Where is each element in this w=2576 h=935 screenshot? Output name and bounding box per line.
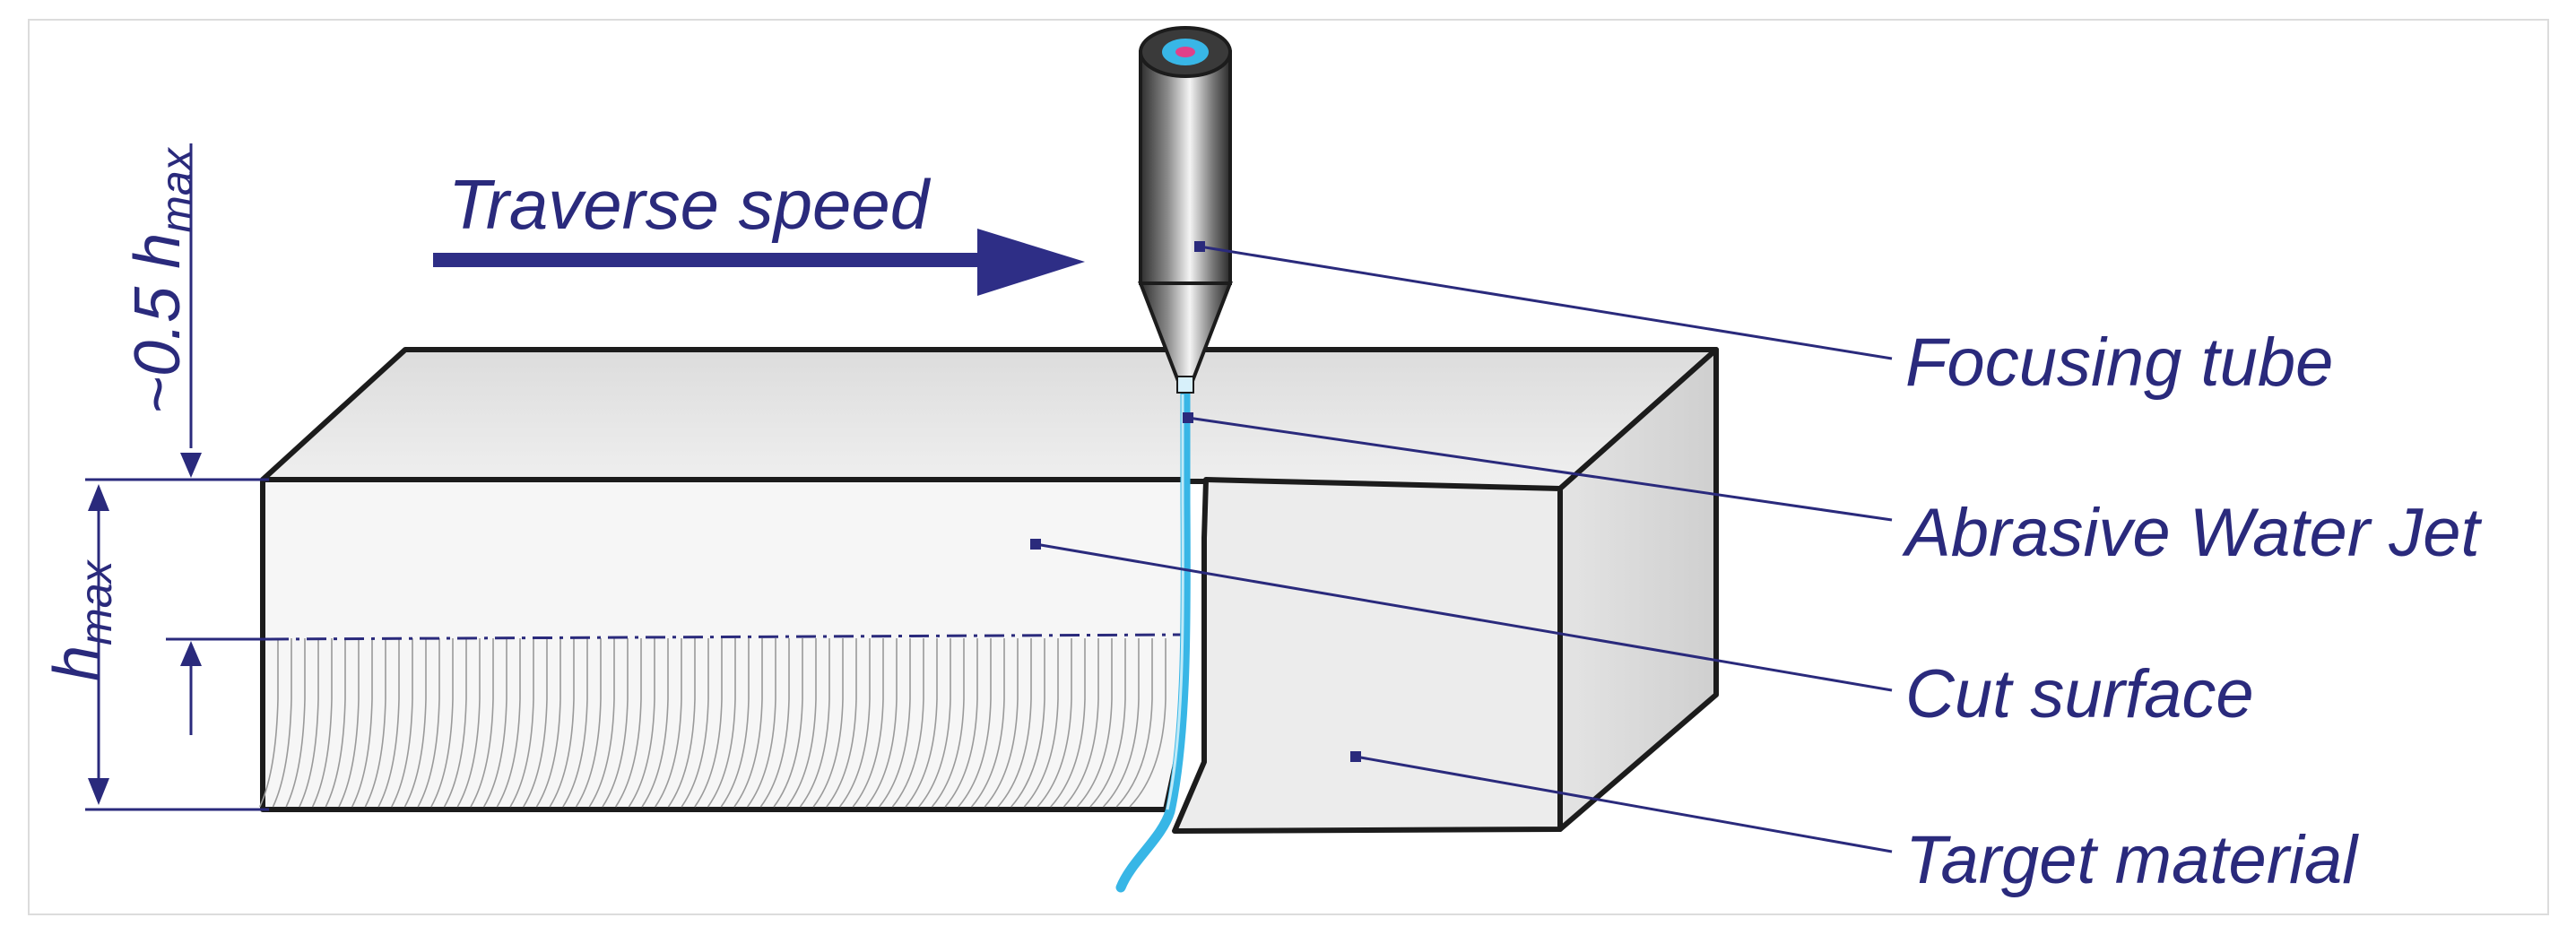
striation-line xyxy=(338,638,360,808)
striation-line xyxy=(681,638,709,808)
striation-line xyxy=(707,638,736,808)
striation-line xyxy=(1089,638,1126,808)
striation-line xyxy=(958,638,992,808)
striation-line xyxy=(470,638,494,808)
striation-line xyxy=(299,638,319,808)
callout-cut-surface: Cut surface xyxy=(1905,656,2254,732)
striation-line xyxy=(812,638,844,808)
striation-line xyxy=(944,638,978,808)
striation-line xyxy=(403,638,427,808)
striation-line xyxy=(641,638,669,808)
striation-line xyxy=(615,638,642,808)
striation-line xyxy=(720,638,750,808)
striation-line xyxy=(891,638,924,808)
striation-line xyxy=(377,638,400,808)
striation-line xyxy=(970,638,1005,808)
dim-label-h-max: hmax xyxy=(41,558,121,681)
half-depth-line xyxy=(268,633,1183,641)
callout-focusing-tube: Focusing tube xyxy=(1905,325,2333,401)
striation-line xyxy=(826,638,857,808)
striation-line xyxy=(417,638,440,808)
block-top-face xyxy=(260,347,1719,491)
striation-line xyxy=(879,638,911,808)
striation-line xyxy=(1050,638,1086,808)
striation-line xyxy=(759,638,790,808)
striation-line xyxy=(747,638,776,808)
striation-line xyxy=(575,638,602,808)
striation-line xyxy=(786,638,817,808)
striation-line xyxy=(272,638,292,808)
striation-line xyxy=(443,638,467,808)
striation-line xyxy=(628,638,655,808)
block-front-face-uncut xyxy=(1172,477,1563,834)
callout-leaders xyxy=(1030,241,1893,853)
dimension-lines xyxy=(85,143,269,811)
striation-line xyxy=(1010,638,1045,808)
striation-line xyxy=(838,638,871,808)
striation-line xyxy=(1129,638,1167,808)
striation-line xyxy=(496,638,521,808)
striation-line xyxy=(456,638,481,808)
striation-line xyxy=(667,638,696,808)
striation-line xyxy=(852,638,884,808)
striation-line xyxy=(325,638,346,808)
striation-line xyxy=(602,638,629,808)
striation-line xyxy=(865,638,898,808)
abrasive-water-jet-stream xyxy=(1115,383,1191,893)
striation-line xyxy=(391,638,413,808)
striation-line xyxy=(523,638,548,808)
striation-line xyxy=(997,638,1032,808)
striation-line xyxy=(285,638,306,808)
striation-line xyxy=(430,638,454,808)
striation-line xyxy=(918,638,951,808)
striation-line xyxy=(1076,638,1113,808)
striation-line xyxy=(931,638,965,808)
striation-line xyxy=(259,638,279,808)
dim-label-half-h-max: ~0.5 hmax xyxy=(122,146,202,414)
nozzle-tip-dot xyxy=(1175,47,1195,57)
traverse-speed-label: Traverse speed xyxy=(448,165,932,244)
cut-striations xyxy=(259,638,1167,808)
striation-line xyxy=(1062,638,1099,808)
callout-target-material: Target material xyxy=(1905,822,2359,898)
striation-line xyxy=(311,638,333,808)
focusing-tube-nozzle xyxy=(1138,26,1233,394)
striation-line xyxy=(562,638,588,808)
striation-line xyxy=(984,638,1019,808)
target-material-block xyxy=(259,347,1719,834)
striation-line xyxy=(694,638,723,808)
striation-line xyxy=(905,638,938,808)
striation-line xyxy=(509,638,534,808)
striation-line xyxy=(1023,638,1059,808)
striation-line xyxy=(588,638,615,808)
striation-line xyxy=(773,638,803,808)
striation-line xyxy=(733,638,763,808)
jet-highlight xyxy=(1166,394,1184,810)
striation-line xyxy=(799,638,830,808)
striation-line xyxy=(535,638,561,808)
callout-abrasive-water-jet: Abrasive Water Jet xyxy=(1902,495,2483,571)
striation-line xyxy=(364,638,386,808)
cut-surface-face xyxy=(260,477,1188,812)
striation-line xyxy=(1036,638,1072,808)
traverse-arrow xyxy=(433,229,1085,296)
striation-line xyxy=(1103,638,1140,808)
striation-line xyxy=(1115,638,1153,808)
striation-line xyxy=(655,638,682,808)
striation-line xyxy=(351,638,373,808)
striation-line xyxy=(549,638,575,808)
striation-line xyxy=(483,638,507,808)
